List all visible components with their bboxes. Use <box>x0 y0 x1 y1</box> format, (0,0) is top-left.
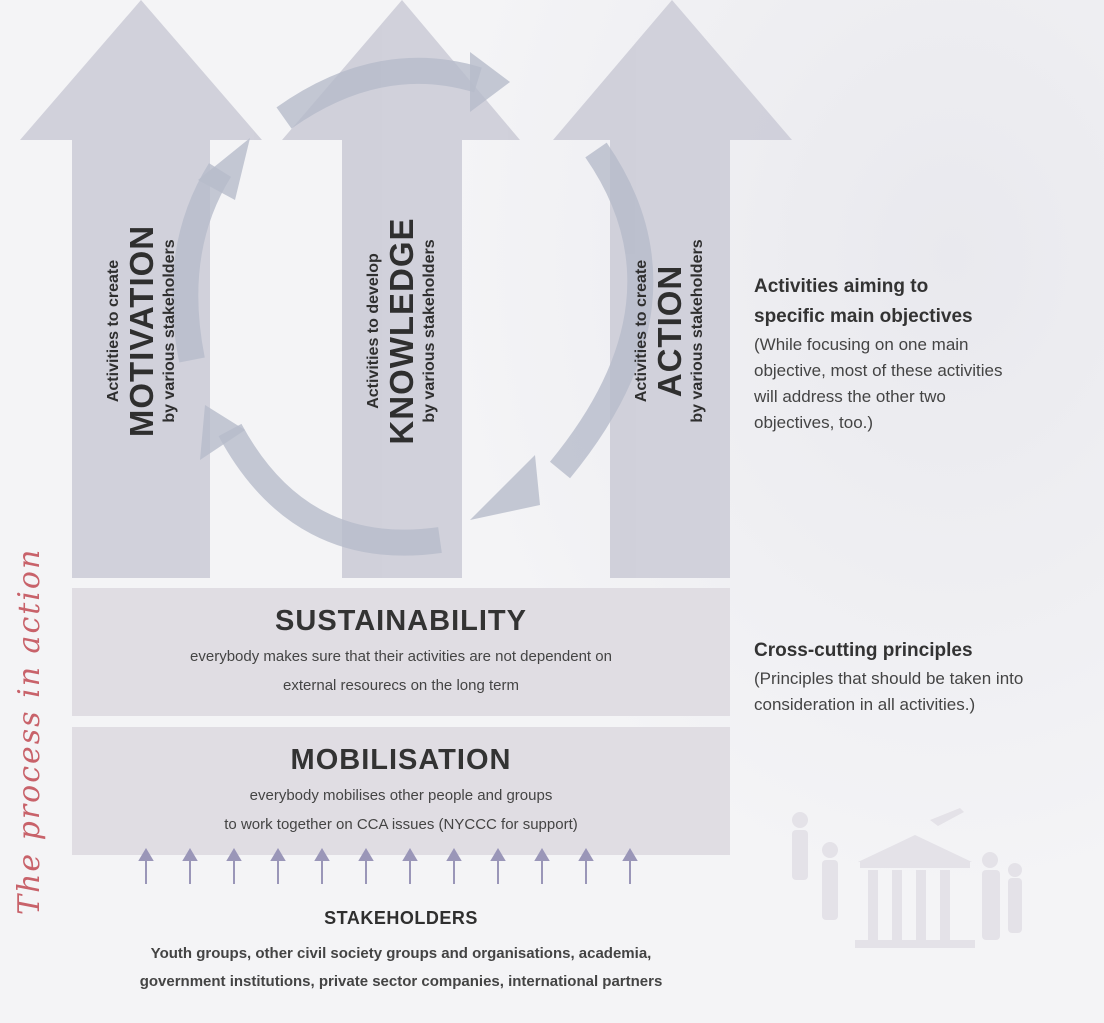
pillar-label-knowledge: Activities to develop KNOWLEDGE by vario… <box>347 151 457 511</box>
pillar-line2: by various stakeholders <box>689 239 706 423</box>
up-arrow-head <box>358 848 374 861</box>
principles-note: Cross-cutting principles (Principles tha… <box>754 636 1023 718</box>
pillar-label-motivation: Activities to create MOTIVATION by vario… <box>87 151 197 511</box>
pillar-line2: by various stakeholders <box>421 239 438 423</box>
objectives-desc-line: objective, most of these activities <box>754 361 1003 380</box>
objectives-desc-line: (While focusing on one main <box>754 335 969 354</box>
side-title: The process in action <box>12 547 47 915</box>
up-arrow-head <box>270 848 286 861</box>
up-arrow-head <box>534 848 550 861</box>
sustainability-line2: external resourecs on the long term <box>283 677 519 694</box>
mobilisation-band: MOBILISATION everybody mobilises other p… <box>72 727 730 855</box>
cycle-arrowhead-left <box>198 138 250 200</box>
objectives-desc-line: will address the other two <box>754 387 946 406</box>
principles-desc-line: (Principles that should be taken into <box>754 669 1024 688</box>
mobilisation-title: MOBILISATION <box>290 744 512 776</box>
up-arrow-head <box>402 848 418 861</box>
mobilisation-line1: everybody mobilises other people and gro… <box>249 787 553 804</box>
up-arrow-head <box>226 848 242 861</box>
pillar-arrow-action <box>553 0 792 578</box>
principles-heading: Cross-cutting principles <box>754 640 973 661</box>
pillar-title: MOTIVATION <box>123 224 160 438</box>
up-arrow-head <box>490 848 506 861</box>
cycle-arrowhead-right <box>470 455 540 520</box>
up-arrow-head <box>182 848 198 861</box>
stakeholders-line2: government institutions, private sector … <box>139 973 663 990</box>
cycle-arc-bottom <box>218 423 442 556</box>
up-arrow-head <box>622 848 638 861</box>
people-illustration <box>792 808 1022 948</box>
stakeholders-line1: Youth groups, other civil society groups… <box>150 945 652 962</box>
upward-arrows <box>138 848 638 884</box>
objectives-note: Activities aiming to specific main objec… <box>754 272 1003 436</box>
pillar-line1: Activities to create <box>105 259 122 403</box>
stakeholders-description: Youth groups, other civil society groups… <box>72 940 730 996</box>
cycle-arrowhead-top <box>470 52 510 112</box>
objectives-desc-line: objectives, too.) <box>754 413 874 432</box>
pillar-arrow-motivation <box>20 0 262 578</box>
pillar-line1: Activities to create <box>633 259 650 403</box>
principles-desc-line: consideration in all activities.) <box>754 695 976 714</box>
up-arrow-head <box>446 848 462 861</box>
stakeholders-title: STAKEHOLDERS <box>324 908 478 928</box>
sustainability-title: SUSTAINABILITY <box>275 605 527 637</box>
up-arrow-head <box>314 848 330 861</box>
pillar-line1: Activities to develop <box>365 253 382 409</box>
sustainability-band: SUSTAINABILITY everybody makes sure that… <box>72 588 730 716</box>
cycle-arc-top <box>276 57 482 129</box>
pillar-label-action: Activities to create ACTION by various s… <box>615 151 725 511</box>
mobilisation-line2: to work together on CCA issues (NYCCC fo… <box>224 816 578 833</box>
up-arrow-head <box>578 848 594 861</box>
pillar-line2: by various stakeholders <box>161 239 178 423</box>
pillars-diagram <box>20 0 792 578</box>
up-arrow-head <box>138 848 154 861</box>
sustainability-line1: everybody makes sure that their activiti… <box>190 648 612 665</box>
cycle-arc-left <box>172 163 232 363</box>
pillar-arrow-knowledge <box>282 0 520 578</box>
pillar-title: ACTION <box>651 264 688 398</box>
cycle-arc-right <box>549 142 654 479</box>
objectives-heading-line2: specific main objectives <box>754 306 973 327</box>
cycle-arrowhead-bottom <box>200 405 245 460</box>
pillar-title: KNOWLEDGE <box>383 217 420 445</box>
objectives-heading-line1: Activities aiming to <box>754 276 929 297</box>
